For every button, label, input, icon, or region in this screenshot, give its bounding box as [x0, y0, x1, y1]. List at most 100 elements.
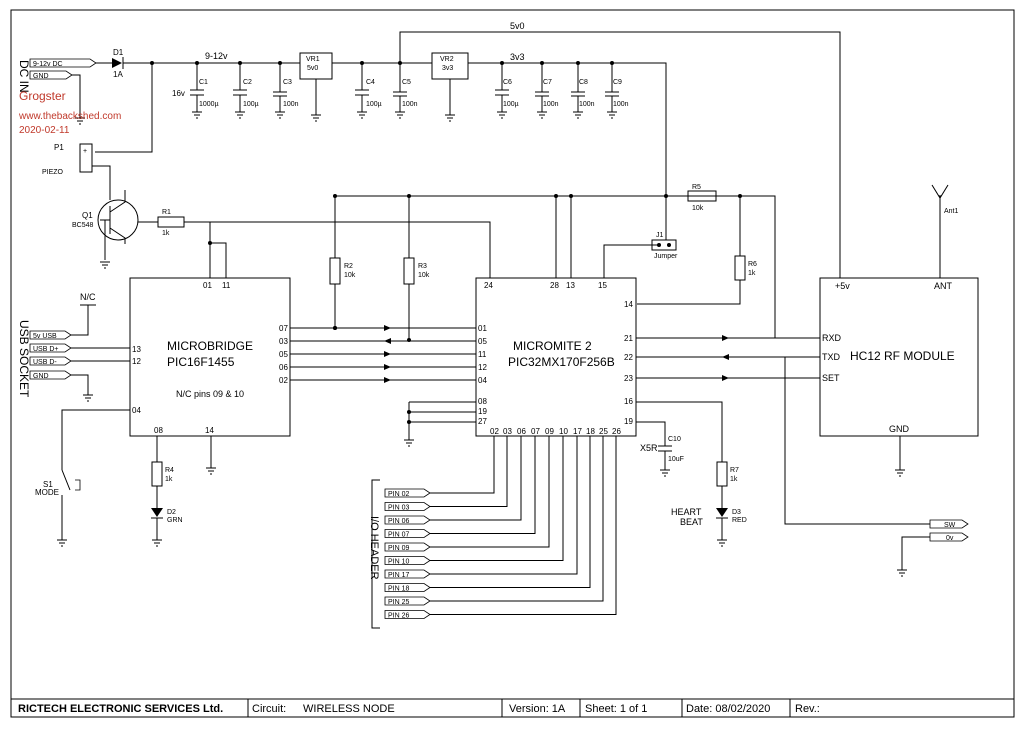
- mm-pin: 06: [517, 427, 526, 436]
- vr2-val: 3v3: [442, 65, 453, 72]
- mb-pin: 04: [132, 406, 141, 415]
- mm-pin: 03: [503, 427, 512, 436]
- c2-val: 100µ: [243, 101, 259, 108]
- c7-ref: C7: [543, 79, 552, 86]
- r1-ref: R1: [162, 209, 171, 216]
- diode-d1-icon: [112, 57, 124, 69]
- d3-val: RED: [732, 517, 747, 524]
- io-pin-label: PIN 25: [388, 599, 410, 606]
- capacitor-c8-icon: [571, 63, 585, 119]
- author-name: Grogster: [19, 89, 66, 103]
- version: Version: 1A: [509, 703, 566, 715]
- c1-val: 1000µ: [199, 101, 219, 108]
- io-pin-connector: [384, 556, 431, 565]
- mb-pin: 14: [205, 426, 214, 435]
- d1-val: 1A: [113, 70, 123, 79]
- nc-label: N/C: [80, 292, 96, 302]
- ov-label: 0v: [946, 535, 954, 542]
- c5-ref: C5: [402, 79, 411, 86]
- micromite-title: MICROMITE 2: [513, 339, 592, 353]
- company-name: RICTECH ELECTRONIC SERVICES Ltd.: [18, 703, 223, 715]
- io-pin-wire: [430, 436, 578, 575]
- r2-ref: R2: [344, 263, 353, 270]
- d2-ref: D2: [167, 509, 176, 516]
- io-pin-wire: [430, 436, 508, 507]
- mm-pin: 22: [624, 353, 633, 362]
- io-pin-wire: [430, 436, 604, 602]
- c3-val: 100n: [283, 101, 299, 108]
- mm-pin: 04: [478, 376, 487, 385]
- mm-pin: 15: [598, 281, 607, 290]
- io-header-label: I/O HEADER: [368, 516, 380, 580]
- io-pin-label: PIN 26: [388, 613, 410, 620]
- mm-pin: 13: [566, 281, 575, 290]
- mm-pin: 18: [586, 427, 595, 436]
- c2-ref: C2: [243, 79, 252, 86]
- io-pin-connector: [384, 542, 431, 552]
- net-3v3: 3v3: [510, 52, 525, 62]
- io-pin-wire: [430, 436, 591, 588]
- piezo-label: PIEZO: [42, 169, 64, 176]
- sheet-border: [10, 9, 1015, 718]
- sw-connector: [929, 519, 969, 529]
- mm-pin: 28: [550, 281, 559, 290]
- led-d2-icon: [151, 508, 163, 519]
- resistor-r3: [403, 257, 415, 285]
- d2-val: GRN: [167, 517, 183, 524]
- io-pin-connector: [384, 529, 431, 538]
- capacitor-c2-icon: [233, 63, 247, 119]
- mm-pin: 07: [531, 427, 540, 436]
- ov-connector: [929, 532, 969, 542]
- dc-connector-pos: [29, 58, 97, 68]
- beat-label: BEAT: [680, 517, 703, 527]
- mm-pin: 08: [478, 397, 487, 406]
- sw-label: SW: [944, 522, 956, 529]
- ground-icon: [75, 117, 85, 125]
- io-pin-label: PIN 03: [388, 505, 410, 512]
- d1-ref: D1: [113, 48, 124, 57]
- c1-ref: C1: [199, 79, 208, 86]
- io-pin-connector: [384, 583, 431, 592]
- r4-ref: R4: [165, 467, 174, 474]
- io-pin-label: PIN 02: [388, 491, 410, 498]
- microbridge-part: PIC16F1455: [167, 355, 235, 369]
- r5-ref: R5: [692, 184, 701, 191]
- resistor-r2: [329, 257, 341, 285]
- resistor-r4: [151, 461, 163, 487]
- r7-val: 1k: [730, 476, 738, 483]
- mb-pin: 02: [279, 376, 288, 385]
- hc12-pin: GND: [889, 424, 910, 434]
- io-pin-wire: [430, 436, 550, 548]
- hc12-pin: RXD: [822, 333, 842, 343]
- io-pin-connector: [384, 610, 431, 619]
- mb-pin: 03: [279, 337, 288, 346]
- capacitor-c5-icon: [393, 63, 407, 119]
- mm-pin: 11: [478, 350, 487, 359]
- vr1-val: 5v0: [307, 65, 318, 72]
- hc12-pin: TXD: [822, 352, 841, 362]
- mm-pin: 09: [545, 427, 554, 436]
- mm-pin: 19: [478, 407, 487, 416]
- c10-val: 10uF: [668, 456, 684, 463]
- usb-connector-5v: [29, 330, 72, 340]
- r7-ref: R7: [730, 467, 739, 474]
- antenna-icon: [931, 184, 949, 278]
- mm-pin: 21: [624, 334, 633, 343]
- c5-val: 100n: [402, 101, 418, 108]
- c8-val: 100n: [579, 101, 595, 108]
- jumper-label: Jumper: [654, 253, 678, 260]
- r4-val: 1k: [165, 476, 173, 483]
- microbridge-title: MICROBRIDGE: [167, 339, 253, 353]
- mm-pin: 17: [573, 427, 582, 436]
- mm-pin: 10: [559, 427, 568, 436]
- resistor-r1: [157, 216, 185, 228]
- r3-ref: R3: [418, 263, 427, 270]
- micromite-part: PIC32MX170F256B: [508, 355, 615, 369]
- mm-pin: 27: [478, 417, 487, 426]
- microbridge-note: N/C pins 09 & 10: [176, 389, 244, 399]
- r3-val: 10k: [418, 272, 430, 279]
- capacitor-c3-icon: [273, 63, 287, 119]
- io-pin-wire: [430, 436, 495, 494]
- io-pin-connector: [384, 569, 431, 579]
- transistor-q1-icon: [97, 199, 139, 241]
